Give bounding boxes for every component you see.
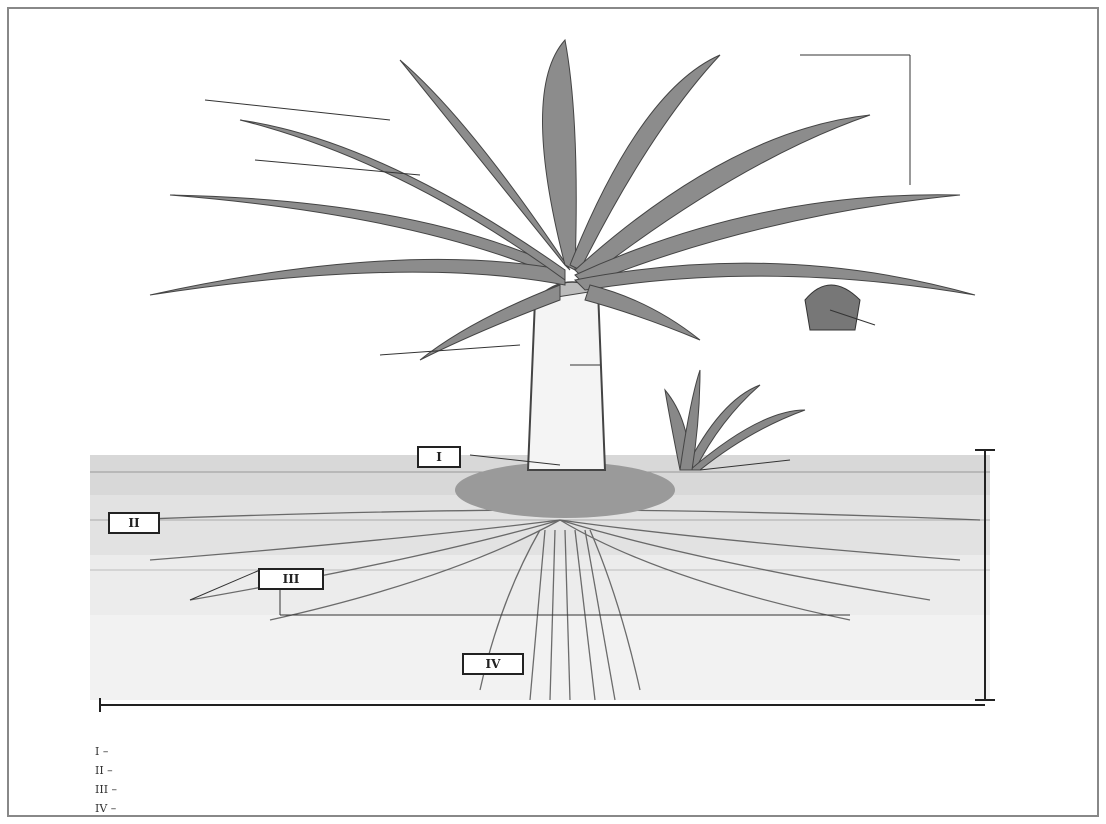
zone-box-3: III xyxy=(258,568,324,590)
zone-box-2: II xyxy=(108,512,160,534)
legend-item: II – xyxy=(95,761,117,780)
legend-item: III – xyxy=(95,780,117,799)
legend: I – II – III – IV – xyxy=(95,742,117,818)
zone-box-4: IV xyxy=(462,653,524,675)
trunk xyxy=(528,282,605,470)
legend-item: IV – xyxy=(95,799,117,818)
zone-box-1: I xyxy=(417,446,461,468)
legend-item: I – xyxy=(95,742,117,761)
